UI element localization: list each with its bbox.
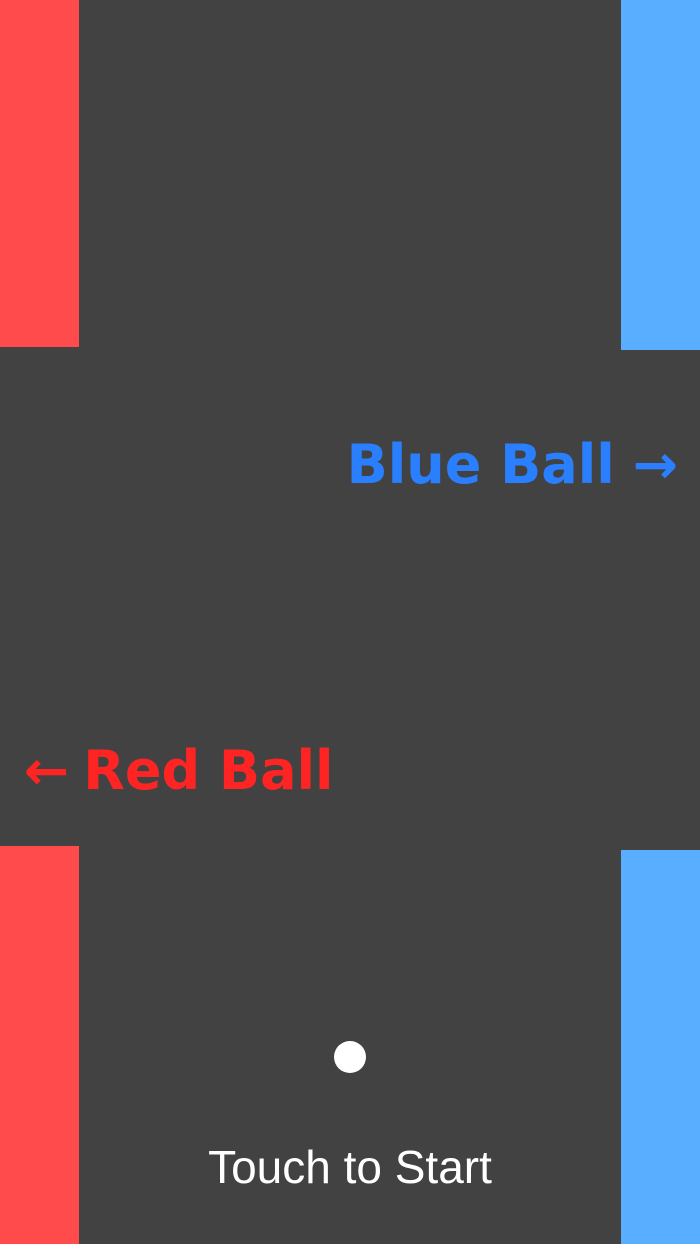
arrow-left-icon: ← — [24, 739, 70, 802]
blue-ball-hint: Blue Ball → — [347, 438, 678, 492]
red-ball-hint: ← Red Ball — [24, 744, 334, 798]
blue-ball-label: Blue Ball — [346, 433, 615, 496]
blue-wall-bottom — [621, 850, 700, 1244]
touch-to-start-prompt[interactable]: Touch to Start — [208, 1141, 492, 1193]
ball — [334, 1041, 366, 1073]
red-wall-bottom — [0, 846, 79, 1244]
arrow-right-icon: → — [632, 433, 678, 496]
red-wall-top — [0, 0, 79, 347]
red-ball-label: Red Ball — [83, 739, 334, 802]
blue-wall-top — [621, 0, 700, 350]
